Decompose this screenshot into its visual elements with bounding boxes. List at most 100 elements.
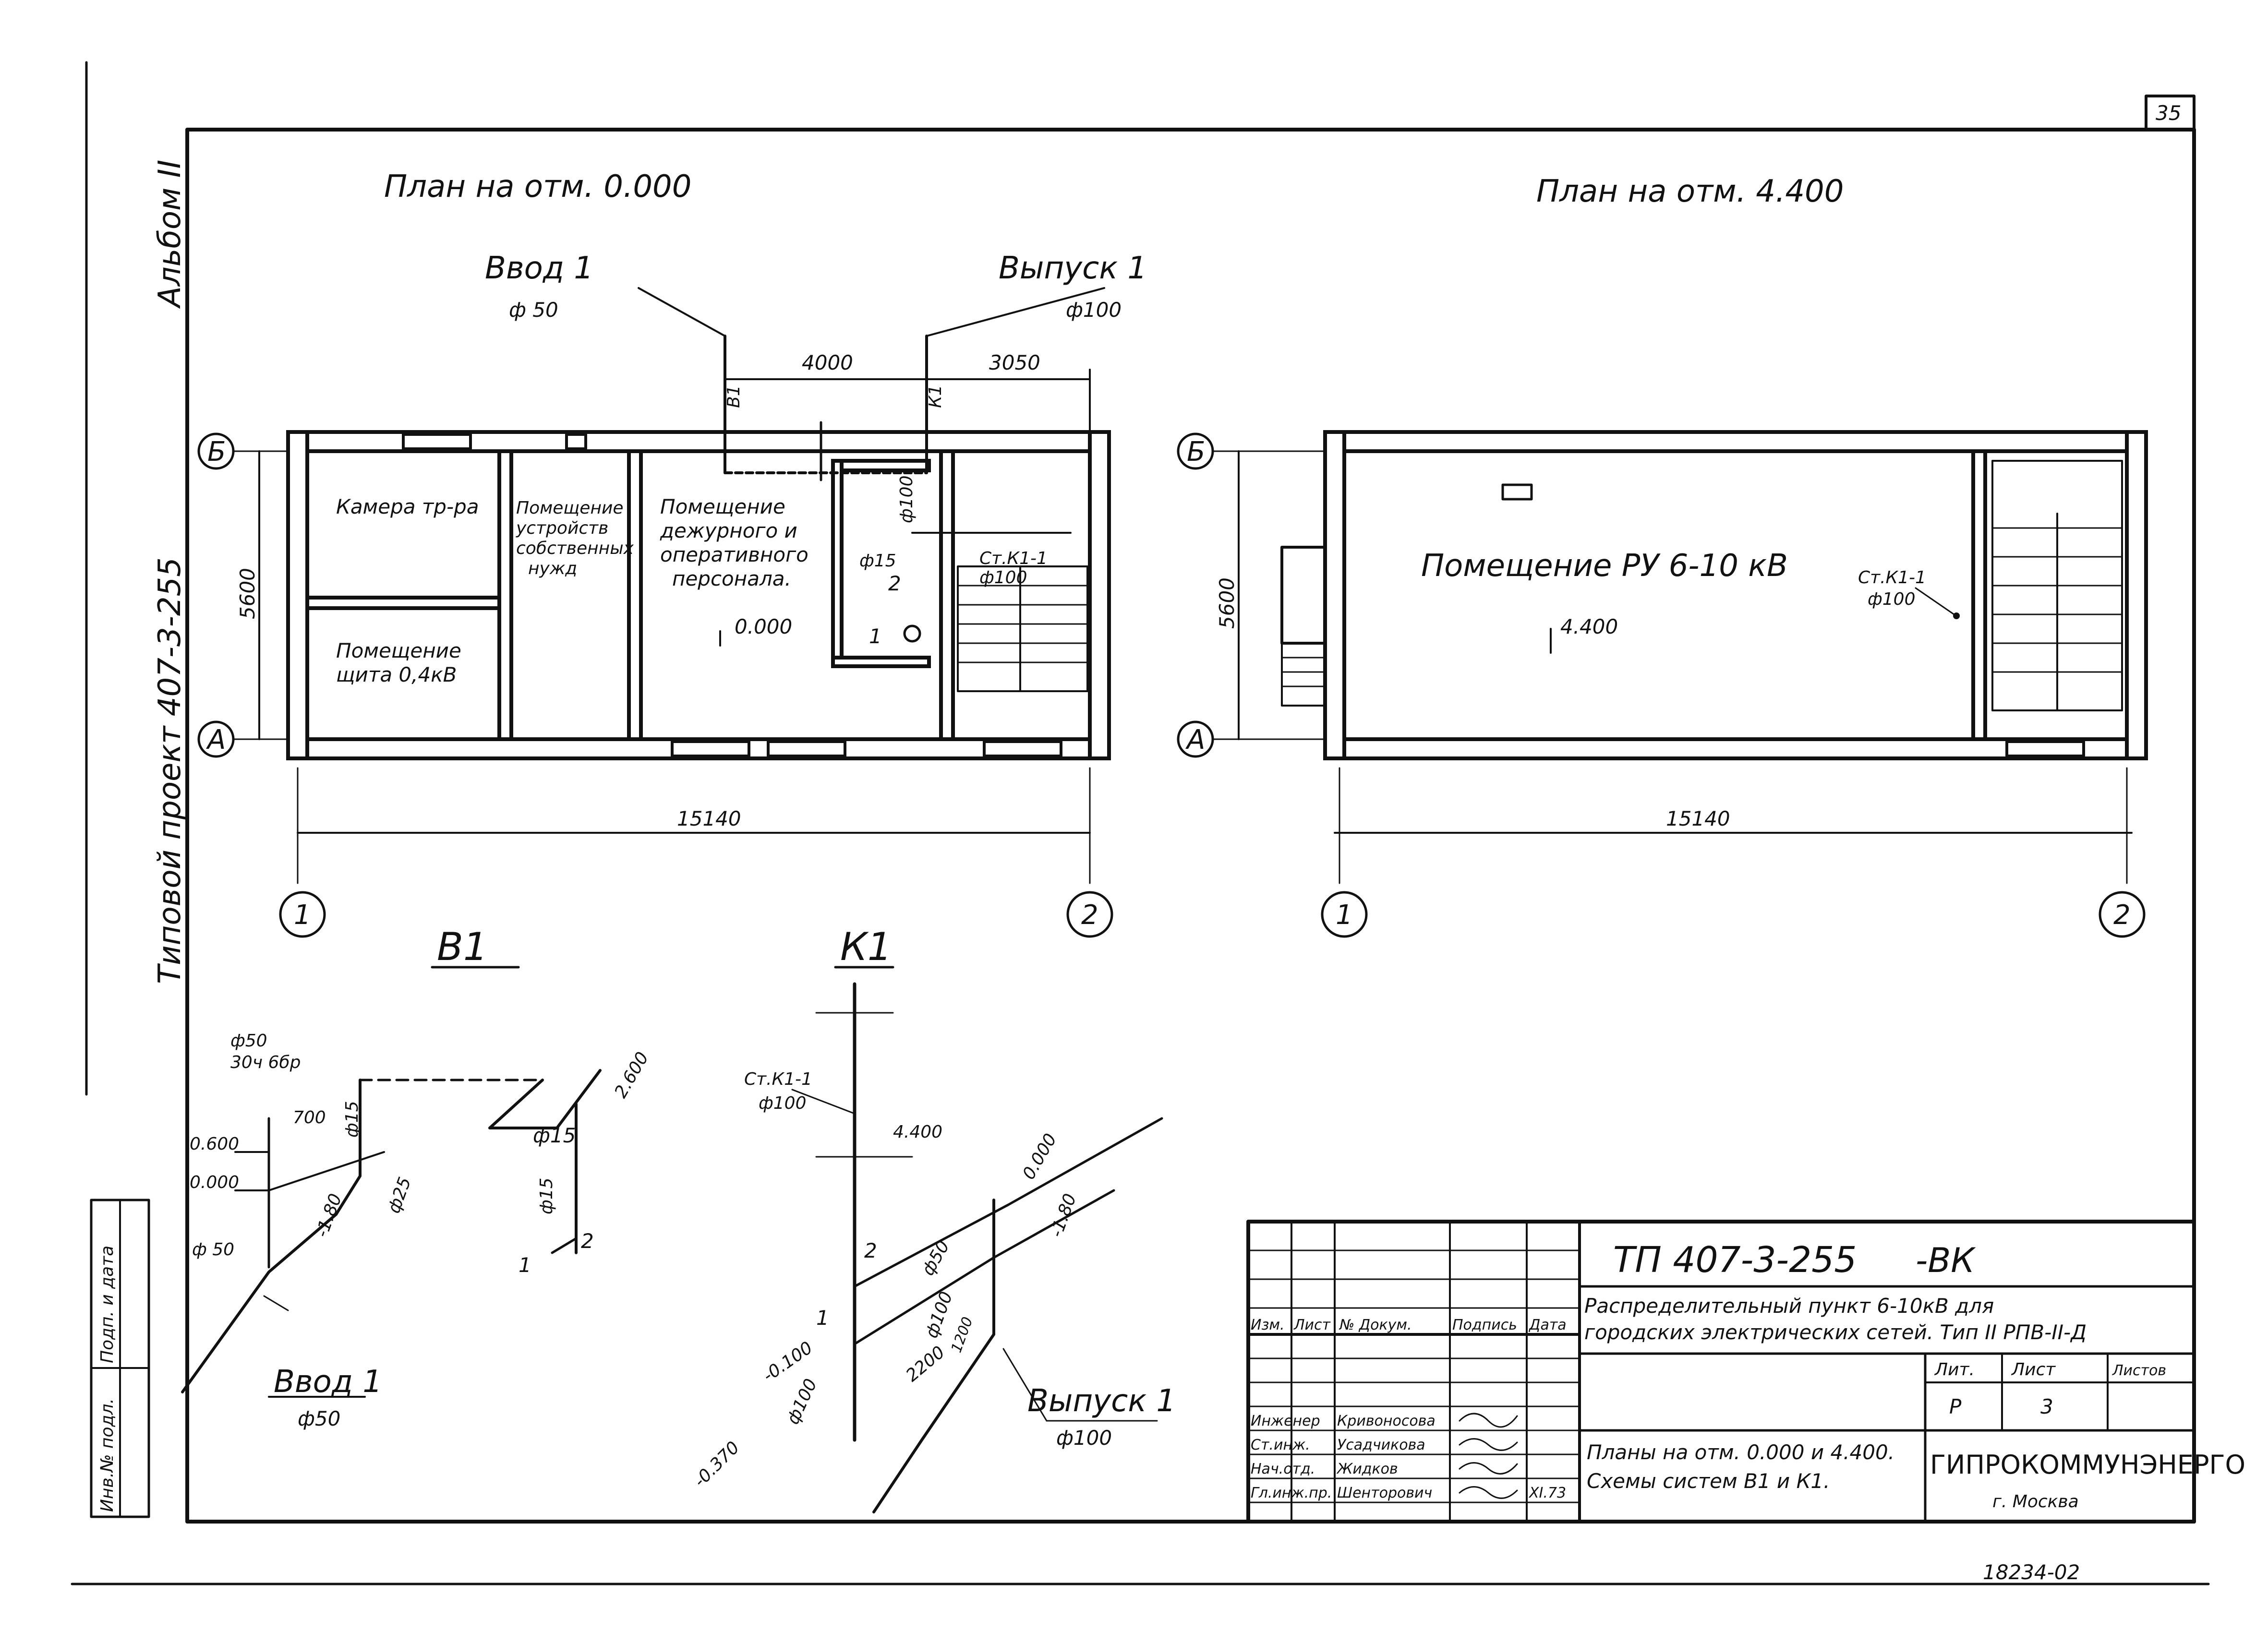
- plan1-dim-4000: 4000: [802, 351, 853, 374]
- signature-2: [1459, 1462, 1518, 1475]
- stair-2: [1991, 460, 2123, 711]
- tb-h-izm: Изм.: [1251, 1317, 1285, 1333]
- tb-desc1: Распределительный пункт 6-10кВ для: [1584, 1294, 1994, 1318]
- plan1-axis-a: А: [206, 724, 226, 756]
- plan1-dim-3050: 3050: [989, 351, 1040, 374]
- tb-role-1: Ст.инж.: [1251, 1437, 1310, 1453]
- tb-suffix: -ВК: [1916, 1241, 1976, 1280]
- schemeK1-n2: 2: [864, 1239, 877, 1262]
- schemeB1-m600: 0.600: [190, 1134, 239, 1154]
- plan-0000: План на отм. 0.000 Камера тр-р: [197, 169, 1147, 938]
- plan2-axis-1: 1: [1336, 900, 1353, 931]
- scheme-b1: В1 ф50 30ч 6бр 0.600 0.000 700 ф15 ф25 -…: [181, 924, 652, 1430]
- plan1-dia100: ф100: [897, 476, 917, 524]
- plan1-axis-1: 1: [294, 900, 311, 931]
- plan1-output-dia: ф100: [1066, 298, 1122, 322]
- schemeK1-n1: 1: [816, 1306, 829, 1330]
- signature-1: [1459, 1438, 1518, 1451]
- schemeB1-valve-type: 30ч 6бр: [230, 1053, 301, 1072]
- schemeB1-n2: 2: [581, 1229, 594, 1253]
- plan2-room: Помещение РУ 6-10 кВ: [1421, 548, 1788, 584]
- schemeK1-d50: ф50: [918, 1237, 953, 1279]
- schemeB1-m000: 0.000: [190, 1173, 239, 1192]
- plan2-mark: 4.400: [1560, 615, 1618, 638]
- schemeK1-m370: -0.370: [690, 1438, 743, 1491]
- tb-name-3: Шенторович: [1337, 1485, 1432, 1501]
- side-stamp-inv: Инв.№ подл.: [97, 1398, 117, 1512]
- schemeB1-d700: 700: [293, 1108, 326, 1128]
- schemeK1-m180: -1.80: [1047, 1191, 1080, 1240]
- plan1-dia15: ф15: [859, 551, 896, 571]
- tb-city: г. Москва: [1992, 1492, 2079, 1512]
- schemeB1-valve: ф50: [230, 1031, 267, 1051]
- tb-title1: Планы на отм. 0.000 и 4.400.: [1587, 1440, 1894, 1464]
- plan2-title: План на отм. 4.400: [1536, 174, 1844, 209]
- schemeB1-h2600: 2.600: [611, 1049, 652, 1102]
- inventory-no: 18234-02: [1983, 1560, 2080, 1584]
- plan2-axis-a: А: [1185, 724, 1205, 756]
- plan2-axis-2: 2: [2113, 900, 2131, 931]
- tb-h-doc: № Докум.: [1339, 1317, 1412, 1333]
- plan1-input-dia: ф 50: [509, 298, 558, 322]
- schemeK1-outlet-dia: ф100: [1056, 1426, 1112, 1450]
- stair-1: [957, 565, 1088, 692]
- tb-lit-h: Лит.: [1934, 1360, 1975, 1380]
- plan2-riser: Ст.К1-1: [1858, 568, 1926, 588]
- schemeB1-input-dia: ф50: [298, 1407, 340, 1430]
- stair-ext: [1280, 546, 1327, 707]
- tb-role-2: Нач.отд.: [1251, 1461, 1315, 1477]
- tb-title2: Схемы систем В1 и К1.: [1587, 1469, 1830, 1493]
- schemeK1-d100a: ф100: [922, 1289, 957, 1341]
- plan1-dim-15140: 15140: [677, 807, 741, 830]
- schemeK1-outlet: Выпуск 1: [1027, 1383, 1176, 1419]
- plan2-dim-15140: 15140: [1666, 807, 1730, 830]
- tb-list-h: Лист: [2011, 1360, 2056, 1380]
- tb-role-0: Инженер: [1251, 1413, 1320, 1429]
- tb-desc2: городских электрических сетей. Тип II РП…: [1584, 1320, 2087, 1344]
- schemeB1-input: Ввод 1: [274, 1364, 382, 1400]
- tb-name-2: Жидков: [1336, 1461, 1398, 1477]
- tb-h-sign: Подпись: [1452, 1317, 1517, 1333]
- signature-3: [1459, 1486, 1518, 1499]
- tb-list: 3: [2040, 1395, 2053, 1418]
- schemeK1-l2200: 2200: [902, 1343, 949, 1386]
- plan1-pipe-b1: В1: [724, 385, 744, 408]
- tb-role-3: Гл.инж.пр.: [1251, 1485, 1332, 1501]
- plan1-axis-b: Б: [207, 436, 226, 468]
- plan1-n2: 2: [888, 572, 901, 595]
- tb-lit: Р: [1949, 1395, 1962, 1418]
- sheet-frame: 35: [71, 61, 2210, 1585]
- schemeB1-dia15: ф15: [533, 1124, 576, 1147]
- tb-h-list: Лист: [1293, 1317, 1331, 1333]
- schemeB1-d25: ф25: [384, 1175, 415, 1216]
- side-stamp-sign: Подп. и дата: [97, 1246, 117, 1363]
- schemeB1-h180: -1.80: [312, 1191, 346, 1240]
- tb-name-0: Кривоносова: [1337, 1413, 1436, 1429]
- plan1-riser: Ст.К1-1: [979, 549, 1048, 568]
- schemeK1-m000: 0.000: [1019, 1130, 1061, 1183]
- plan1-input: Ввод 1: [485, 251, 593, 286]
- tb-org: ГИПРОКОММУНЭНЕРГО: [1930, 1450, 2245, 1480]
- schemeK1-m4400: 4.400: [893, 1122, 942, 1142]
- wall-east: [1088, 430, 1111, 760]
- plan2-axis-b: Б: [1187, 436, 1205, 468]
- plan-4400: План на отм. 4.400 Помещение РУ 6-10 кВ: [1177, 174, 2148, 938]
- tb-name-1: Усадчикова: [1337, 1437, 1425, 1453]
- wall-west: [286, 430, 309, 760]
- tb-listov-h: Листов: [2112, 1362, 2166, 1379]
- tb-date: XI.73: [1528, 1485, 1566, 1501]
- schemeB1-title: В1: [437, 924, 488, 969]
- plan1-dim-5600: 5600: [236, 568, 259, 619]
- schemeB1-dia50: ф 50: [192, 1240, 234, 1260]
- schemeB1-n1: 1: [519, 1253, 531, 1277]
- tb-code: ТП 407-3-255: [1613, 1239, 1857, 1281]
- plan1-n1: 1: [869, 624, 882, 648]
- plan2-dim-5600: 5600: [1215, 577, 1239, 629]
- sheet-number: 35: [2156, 101, 2181, 125]
- schemeK1-riser: Ст.К1-1: [744, 1069, 812, 1089]
- album-label: Альбом II: [152, 160, 188, 309]
- plan1-output: Выпуск 1: [999, 251, 1147, 286]
- plan1-mark: 0.000: [735, 615, 792, 638]
